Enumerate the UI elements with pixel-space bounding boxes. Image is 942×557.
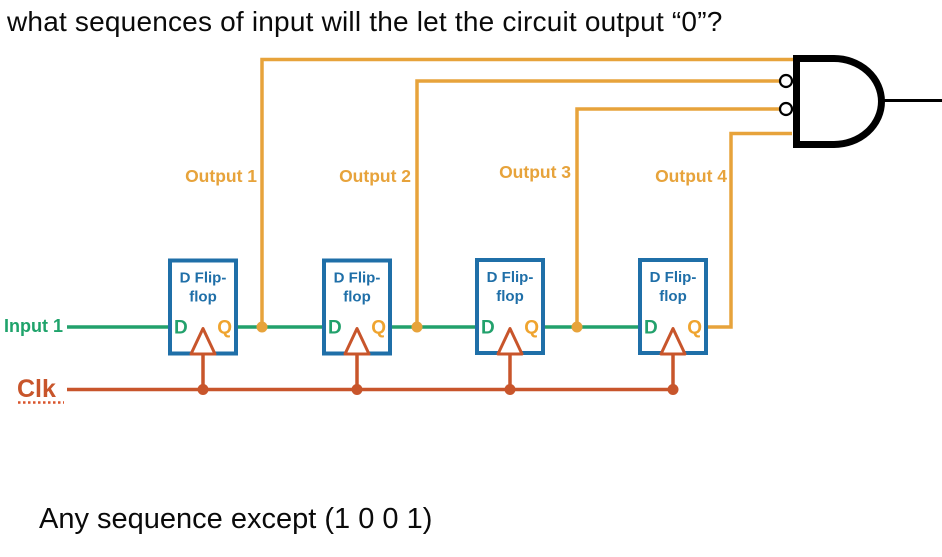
q-pin-label: Q	[524, 318, 539, 339]
flip-flop-box	[638, 258, 708, 355]
output2-junction-dot	[411, 321, 423, 333]
clock-edge-triangle-icon	[659, 327, 687, 356]
output-label-4: Output 4	[655, 166, 727, 186]
q-pin-label: Q	[687, 318, 702, 339]
output-label-2: Output 2	[339, 166, 411, 186]
flip-flop-1: D Flip- flop D Q	[168, 258, 238, 356]
q-pin-label: Q	[371, 318, 386, 339]
and-gate-body	[793, 55, 885, 148]
flip-flop-3: D Flip- flop D Q	[475, 258, 545, 356]
flip-flop-title-line2: flop	[659, 288, 687, 305]
clock-edge-triangle-icon	[496, 327, 524, 356]
output1-junction-dot	[256, 321, 268, 333]
flip-flop-title-line1: D Flip-	[650, 269, 697, 286]
inverter-bubble-1-icon	[778, 73, 794, 89]
output3-wire	[575, 107, 781, 329]
flip-flop-title-line1: D Flip-	[334, 270, 381, 287]
clock-edge-triangle-icon	[343, 327, 371, 356]
d-pin-label: D	[174, 318, 188, 339]
output-label-1: Output 1	[185, 166, 257, 186]
flip-flop-4: D Flip- flop D Q	[638, 258, 708, 356]
output4-wire	[704, 131, 792, 329]
output3-junction-dot	[571, 321, 583, 333]
output1-wire	[260, 57, 793, 329]
question-title: what sequences of input will the let the…	[7, 6, 723, 37]
output-label-3: Output 3	[499, 162, 571, 182]
clk-junction-dot-3	[504, 384, 516, 395]
clk-label: Clk	[17, 375, 56, 403]
flip-flop-2: D Flip- flop D Q	[322, 258, 392, 356]
clk-junction-dot-1	[197, 384, 209, 395]
flip-flop-title-line2: flop	[189, 289, 217, 306]
answer-text: Any sequence except (1 0 0 1)	[39, 503, 433, 535]
d-pin-label: D	[644, 318, 658, 339]
q-pin-label: Q	[217, 318, 232, 339]
output2-wire	[415, 79, 781, 329]
clk-junction-dot-4	[667, 384, 679, 395]
input-label: Input 1	[4, 316, 63, 336]
flip-flop-title-line2: flop	[496, 288, 524, 305]
d-pin-label: D	[481, 318, 495, 339]
d-pin-label: D	[328, 318, 342, 339]
flip-flop-title-line1: D Flip-	[180, 270, 227, 287]
inverter-bubble-2-icon	[778, 101, 794, 117]
clock-edge-triangle-icon	[189, 327, 217, 356]
flip-flop-title-line2: flop	[343, 289, 371, 306]
clk-junction-dot-2	[351, 384, 363, 395]
flip-flop-title-line1: D Flip-	[487, 269, 534, 286]
